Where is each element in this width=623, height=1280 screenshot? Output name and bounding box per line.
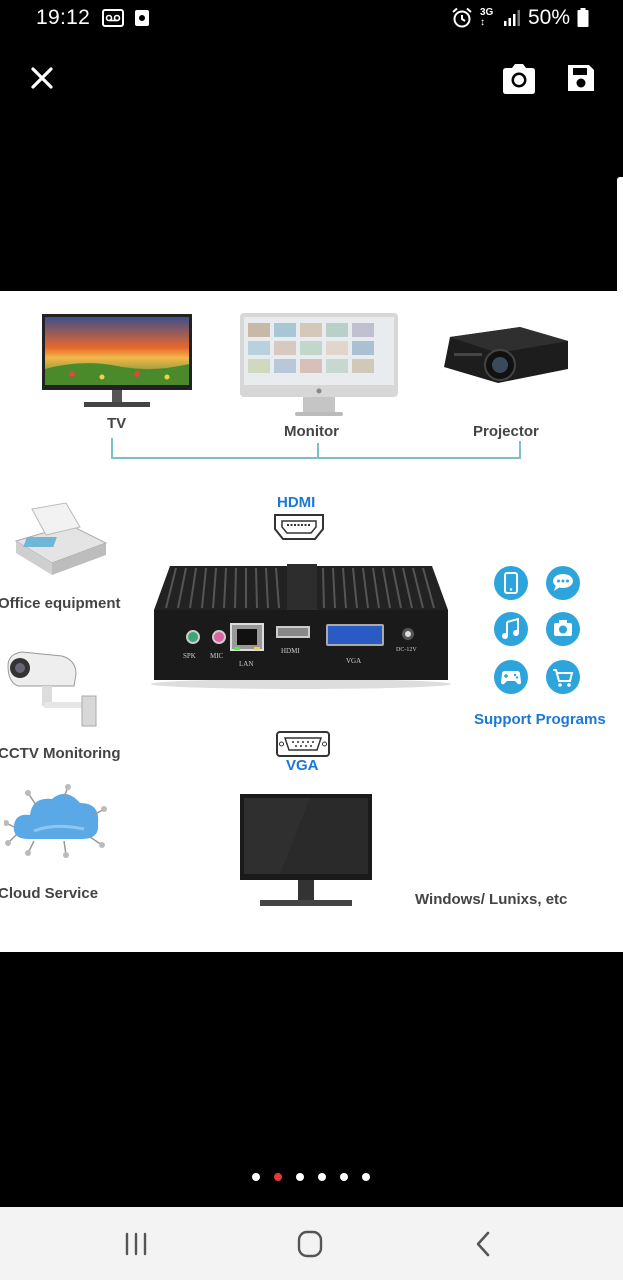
hdmi-connector-icon (274, 514, 324, 540)
camera-icon[interactable] (501, 62, 537, 96)
signal-icon (503, 10, 520, 26)
monitor-image (240, 313, 398, 416)
phone-app-icon (494, 566, 528, 600)
network-type: 3G (479, 7, 494, 18)
vga-port (326, 624, 384, 646)
lcd-monitor-image (240, 794, 372, 906)
mini-pc-image (151, 564, 451, 689)
status-bar: 19:12 3G↕ 50% (0, 0, 623, 38)
mini-pc-ports: SPK MIC LAN HDMI VGA DC-12V (148, 560, 454, 690)
home-icon[interactable] (292, 1229, 328, 1259)
port-label-hdmi: HDMI (281, 647, 300, 655)
office-equipment-image (14, 502, 108, 575)
recent-apps-icon[interactable] (118, 1229, 154, 1259)
connection-lines (111, 438, 521, 459)
close-icon[interactable] (26, 62, 58, 94)
photo-notification-icon (135, 10, 149, 26)
pager-dot-active[interactable] (274, 1173, 282, 1181)
navigation-bar (0, 1207, 623, 1280)
chat-app-icon (546, 566, 580, 600)
cctv-camera-image (7, 651, 97, 727)
pager-dot[interactable] (296, 1173, 304, 1181)
vga-label: VGA (286, 757, 319, 774)
cloud-service-image (4, 784, 107, 858)
dc-port (402, 628, 414, 640)
monitor-label: Monitor (284, 423, 339, 440)
projector-label: Projector (473, 423, 539, 440)
hdmi-label: HDMI (277, 494, 316, 511)
pager-dot[interactable] (318, 1173, 326, 1181)
cctv-label: CCTV Monitoring (0, 745, 121, 762)
save-icon[interactable] (565, 62, 597, 94)
shopping-cart-icon (546, 660, 580, 694)
pager-dot[interactable] (362, 1173, 370, 1181)
voicemail-icon (102, 9, 124, 27)
speaker-port (186, 630, 200, 644)
music-app-icon (494, 612, 528, 646)
pager-dot[interactable] (340, 1173, 348, 1181)
port-label-lan: LAN (239, 660, 254, 668)
back-icon[interactable] (466, 1229, 502, 1259)
os-label: Windows/ Lunixs, etc (415, 891, 568, 908)
hdmi-port (276, 626, 310, 638)
product-image: TV Monitor Projector HDMI (0, 291, 623, 952)
port-label-dc: DC-12V (396, 647, 417, 653)
image-pager (252, 1173, 370, 1181)
network-3g-icon: 3G↕ (479, 7, 494, 28)
tv-image (42, 314, 192, 407)
mic-port (212, 630, 226, 644)
alarm-icon (452, 7, 472, 28)
office-equipment-label: Office equipment (0, 595, 121, 612)
cloud-service-label: Cloud Service (0, 885, 99, 902)
port-label-vga: VGA (346, 657, 362, 665)
battery-icon (577, 8, 589, 27)
port-label-spk: SPK (183, 652, 196, 660)
pager-dot[interactable] (252, 1173, 260, 1181)
vga-connector-icon (276, 731, 330, 757)
lan-port (230, 623, 264, 651)
game-app-icon (494, 660, 528, 694)
photo-app-icon (546, 612, 580, 646)
tv-label: TV (107, 415, 127, 432)
projector-image (444, 327, 568, 383)
port-label-mic: MIC (210, 652, 224, 660)
battery-percent: 50% (527, 6, 570, 29)
status-time: 19:12 (36, 6, 91, 29)
support-programs-label: Support Programs (474, 711, 606, 728)
